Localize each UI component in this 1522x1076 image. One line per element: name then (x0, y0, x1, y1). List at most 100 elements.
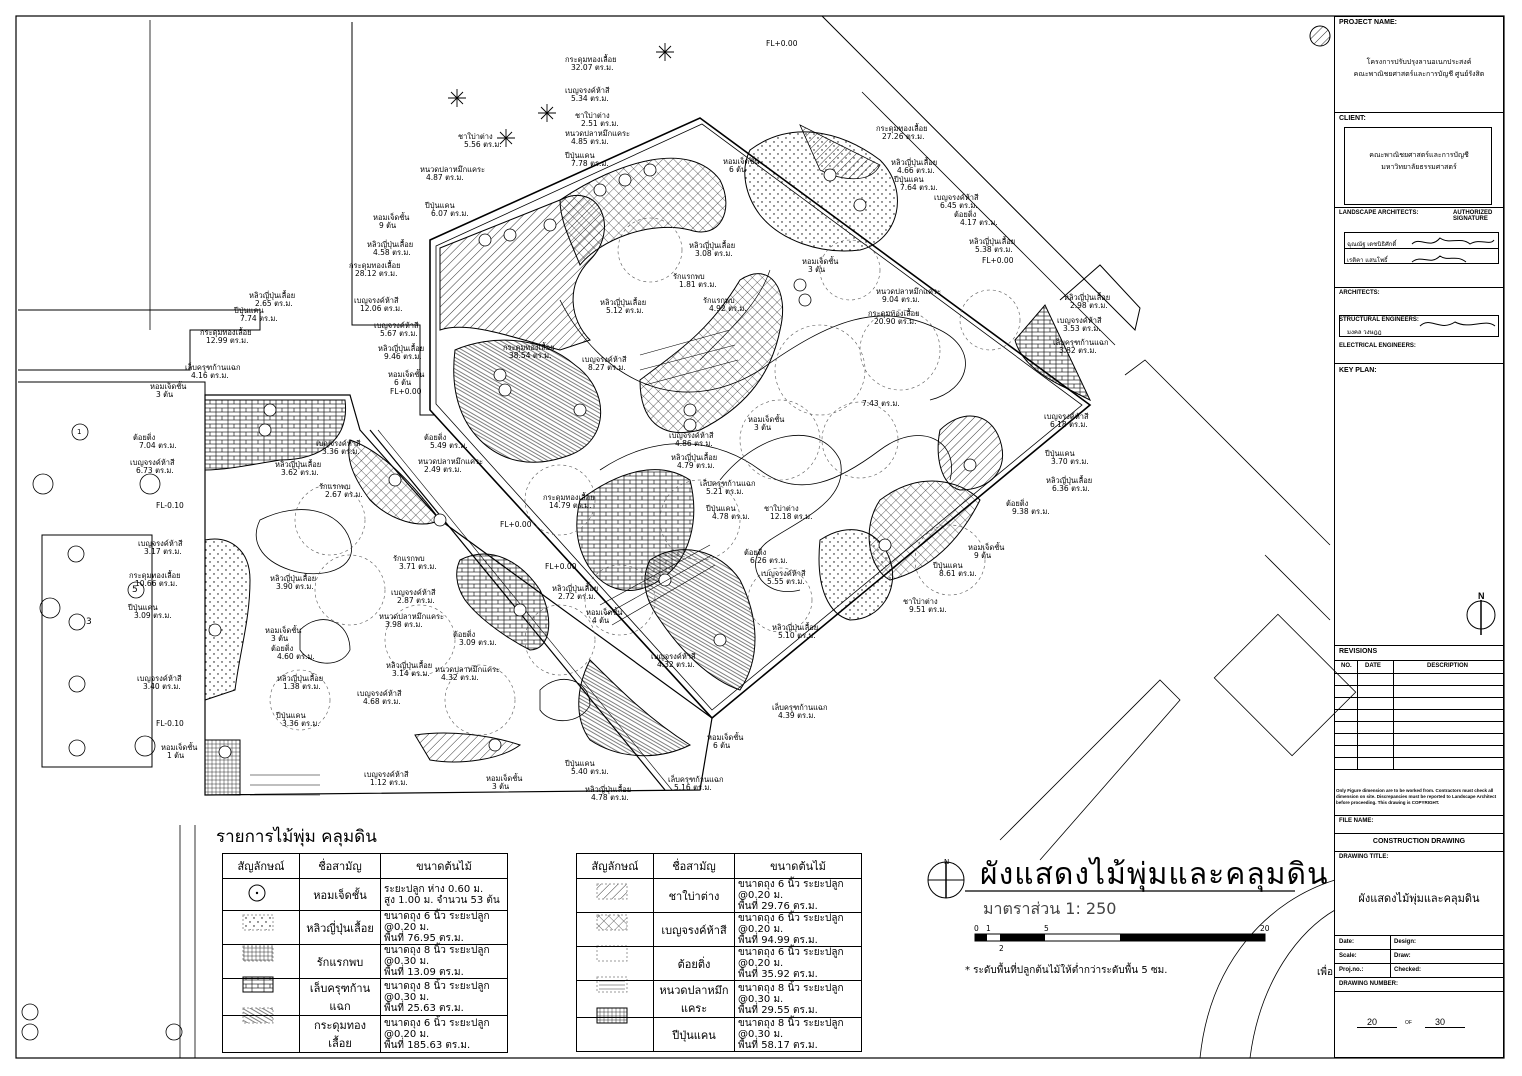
callout-area: 4.60 ตร.ม. (277, 652, 315, 661)
legend-name: หนวดปลาหมึกแคระ (653, 980, 735, 1018)
callout-plant-name: เล็บครุฑก้านแฉก (1053, 338, 1109, 347)
callout-area: 4.32 ตร.ม. (441, 673, 479, 682)
callout-plant-name: หอมเจ็ดชั้น (486, 774, 523, 783)
col-symbol: สัญลักษณ์ (576, 853, 654, 879)
callout-plant-name: เบญจรงค์ห้าสี (138, 539, 183, 548)
callout-plant-name: ปีปุ่นแคน (894, 175, 924, 184)
tree-tag: 1 (77, 428, 82, 436)
structural-name: มงคล วงษฎฎ (1347, 330, 1382, 336)
callout-plant-name: หลิวญี่ปุ่นเลื้อย (1064, 293, 1111, 302)
scale-tick: 20 (1260, 924, 1270, 933)
callout-area: 9.04 ตร.ม. (882, 295, 920, 304)
callout-area: 4.85 ตร.ม. (571, 137, 609, 146)
callout-plant-name: หอมเจ็ดชั้น (802, 257, 839, 266)
callout-plant-name: เบญจรงค์ห้าสี (357, 689, 402, 698)
draw-label: Draw: (1394, 953, 1411, 959)
callout-plant-name: ปีปุ่นแคน (276, 711, 306, 720)
project-name-label: PROJECT NAME: (1339, 19, 1397, 26)
callout-plant-name: ปีปุ่นแคน (565, 151, 595, 160)
callout-area: 3.09 ตร.ม. (459, 638, 497, 647)
col-name: ชื่อสามัญ (653, 853, 735, 879)
legend-symbol (222, 978, 300, 1016)
callout-plant-name: หลิวญี่ปุ่นเลื้อย (378, 344, 425, 353)
callout-plant-name: เล็บครุฑก้านแฉก (772, 703, 828, 712)
callout-plant-name: ต้อยติ่ง (744, 548, 767, 557)
client-line1: คณะพาณิชยศาสตร์และการบัญชี (1369, 152, 1469, 159)
callout-area: 2.51 ตร.ม. (581, 119, 619, 128)
callout-area: 6 ต้น (394, 378, 412, 387)
callout-area: 3.36 ตร.ม. (282, 719, 320, 728)
callout-plant-name: หนวดปลาหมึกแคระ (418, 457, 484, 466)
fl-label: FL+0.00 (766, 39, 798, 48)
legend-title: รายการไม้พุ่ม คลุมดิน (216, 827, 377, 847)
north-letter: N (1478, 591, 1485, 601)
callout-area: 1.81 ตร.ม. (679, 280, 717, 289)
callout-area: 2.87 ตร.ม. (397, 596, 435, 605)
callout-area: 5.16 ตร.ม. (674, 783, 712, 792)
callout-plant-name: หอมเจ็ดชั้น (586, 608, 623, 617)
callout-area: 12.06 ตร.ม. (360, 304, 403, 313)
drawing-scale: มาตราส่วน 1: 250 (983, 899, 1117, 918)
callout-plant-name: หลิวญี่ปุ่นเลื้อย (275, 460, 322, 469)
legend-row: เบญจรงค์ห้าสีขนาดถุง 6 นิ้ว ระยะปลูก @0.… (576, 912, 862, 947)
callout-plant-name: เบญจรงค์ห้าสี (1057, 316, 1102, 325)
date-label: Date: (1339, 939, 1355, 945)
callout-plant-name: เบญจรงค์ห้าสี (565, 86, 610, 95)
callout-area: 38.54 ตร.ม. (509, 351, 552, 360)
legend-size: ขนาดถุง 8 นิ้ว ระยะปลูก @0.30 ม.พื้นที่ … (380, 944, 508, 979)
plant-callout: เบญจรงค์ห้าสี3.17 ตร.ม. (138, 540, 183, 556)
callout-area: 10.66 ตร.ม. (135, 579, 178, 588)
signature-label: SIGNATURE (1453, 216, 1488, 222)
legend-size: ขนาดถุง 6 นิ้ว ระยะปลูก @0.20 ม.พื้นที่ … (734, 912, 862, 947)
callout-area: 5.38 ตร.ม. (975, 245, 1013, 254)
plant-callout: เบญจรงค์ห้าสี6.73 ตร.ม. (130, 459, 175, 475)
construction-drawing: CONSTRUCTION DRAWING (1372, 838, 1466, 845)
callout-area: 9.51 ตร.ม. (909, 605, 947, 614)
legend-name: กระดุมทองเลื้อย (299, 1015, 381, 1053)
callout-area: 7.78 ตร.ม. (571, 159, 609, 168)
callout-plant-name: ปีปุ่นแคน (933, 561, 963, 570)
rev-no: NO. (1341, 663, 1352, 669)
callout-plant-name: เบญจรงค์ห้าสี (354, 296, 399, 305)
callout-area: 3.08 ตร.ม. (695, 249, 733, 258)
client-label: CLIENT: (1339, 115, 1366, 122)
callout-plant-name: หอมเจ็ดชั้น (388, 370, 425, 379)
legend-name: เบญจรงค์ห้าสี (653, 912, 735, 947)
callout-area: 5.49 ตร.ม. (430, 441, 468, 450)
callout-area: 9.46 ตร.ม. (384, 352, 422, 361)
callout-plant-name: หอมเจ็ดชั้น (707, 733, 744, 742)
callout-area: 4 ต้น (592, 616, 610, 625)
callout-plant-name: หลิวญี่ปุ่นเลื้อย (249, 291, 296, 300)
callout-plant-name: หลิวญี่ปุ่นเลื้อย (689, 241, 736, 250)
file-name-label: FILE NAME: (1339, 818, 1374, 824)
legend-symbol (576, 980, 654, 1018)
callout-area: 5.67 ตร.ม. (380, 329, 418, 338)
project-name-line2: คณะพาณิชยศาสตร์และการบัญชี ศูนย์รังสิต (1353, 71, 1485, 78)
legend-size: ขนาดถุง 6 นิ้ว ระยะปลูก @0.20 ม.พื้นที่ … (380, 910, 508, 945)
callout-area: 3 ต้น (271, 634, 289, 643)
legend-row: หอมเจ็ดชั้นระยะปลูก ห่าง 0.60 ม.สูง 1.00… (222, 878, 508, 911)
fl-label: FL+0.00 (982, 256, 1014, 265)
callout-plant-name: เบญจรงค์ห้าสี (651, 652, 696, 661)
callout-plant-name: รักแรกพบ (393, 554, 425, 563)
planting-note: * ระดับพื้นที่ปลูกต้นไม้ให้ต่ำกว่าระดับพ… (965, 965, 1168, 976)
legend-table-left: สัญลักษณ์ ชื่อสามัญ ขนาดต้นไม้ หอมเจ็ดชั… (222, 853, 508, 1053)
